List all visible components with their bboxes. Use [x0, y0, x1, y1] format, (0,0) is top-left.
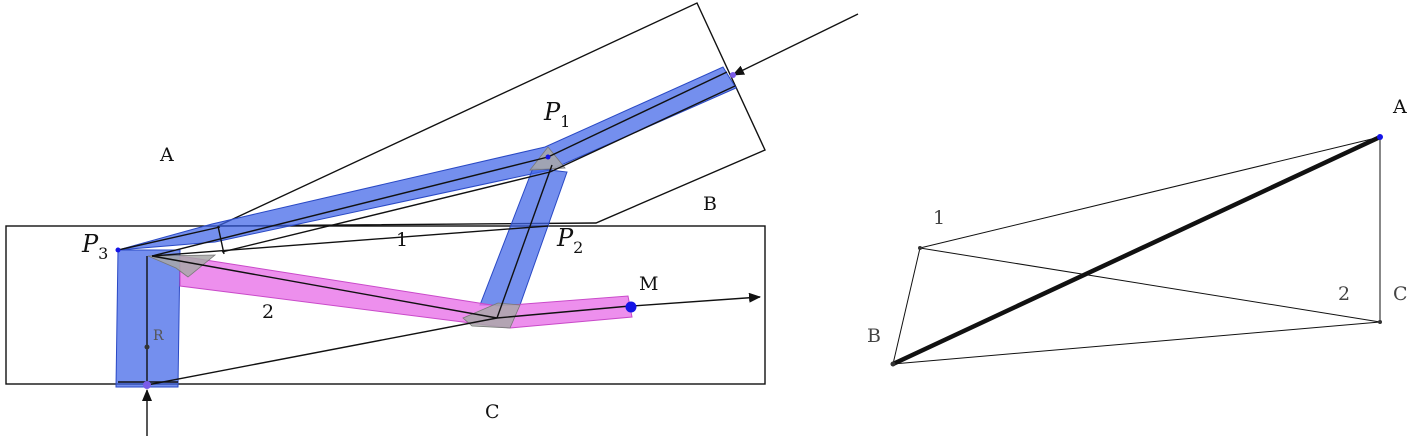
edge-1-c	[919, 247, 1381, 323]
frame-bc-rectangle	[5, 225, 766, 385]
rod-p3-lower-joint	[151, 255, 498, 319]
left-diagram: A B C P1 P2 P3 1 2 M R	[5, 2, 859, 436]
output-arrow-m	[631, 292, 761, 307]
vertex-label-1: 1	[933, 207, 945, 229]
region-label-c: C	[485, 401, 500, 423]
vertex-label-2: 2	[1338, 283, 1350, 305]
edge-b-a-bold	[890, 134, 1383, 367]
edge-b-c	[892, 321, 1381, 365]
blue-band-diagonal	[479, 167, 568, 306]
rod-block-top	[117, 226, 221, 251]
rod-p3-p2	[151, 225, 549, 257]
path-label-2: 2	[262, 301, 274, 323]
link-lines	[117, 71, 736, 386]
rod-p1-input-bottom	[549, 85, 736, 173]
vertex-label-c: C	[1393, 283, 1408, 305]
path-label-1: 1	[396, 229, 408, 251]
vertex-1-dot	[918, 246, 922, 250]
vertex-c-dot	[1378, 320, 1382, 324]
point-m-dot	[625, 301, 637, 313]
point-r-dot	[144, 344, 150, 350]
edge-1-b	[892, 247, 921, 365]
region-label-a: A	[159, 144, 174, 166]
vertex-b-dot	[890, 361, 896, 367]
right-diagram: A 1 B 2 C	[867, 96, 1408, 367]
rod-p3-block-side	[217, 225, 225, 255]
input-top-dot	[730, 72, 736, 78]
point-p1-dot	[545, 154, 551, 160]
rod-p3-p1-top	[151, 156, 549, 257]
edge-1-a	[919, 136, 1381, 249]
point-p3-dot	[115, 247, 121, 253]
input-arrow-top-right	[732, 13, 859, 76]
input-bottom-dot	[143, 381, 151, 389]
marker-label-r: R	[153, 328, 164, 344]
rod-p3-p1-bottom	[221, 171, 551, 253]
point-label-p2: P2	[556, 224, 583, 257]
blue-band-vertical	[115, 249, 181, 388]
gray-patch-p3	[147, 254, 217, 278]
rod-p1-input-top	[547, 71, 728, 158]
pink-band	[179, 255, 633, 329]
rod-lower-joint-m	[496, 305, 631, 319]
rod-bottom-lower-joint	[146, 317, 498, 386]
point-label-p3: P3	[81, 230, 108, 263]
marker-label-m: M	[639, 273, 658, 295]
vertex-a-dot	[1377, 134, 1383, 140]
region-label-b: B	[703, 193, 717, 215]
point-label-p1: P1	[543, 98, 570, 131]
blue-band-upper	[117, 66, 737, 251]
rod-p1-lower-joint	[496, 164, 553, 319]
vertex-label-b: B	[867, 325, 881, 347]
vertex-label-a: A	[1392, 96, 1407, 118]
force-arrows	[142, 13, 859, 436]
blue-bands	[115, 66, 737, 388]
frame-a-rotated-rectangle	[217, 2, 766, 227]
